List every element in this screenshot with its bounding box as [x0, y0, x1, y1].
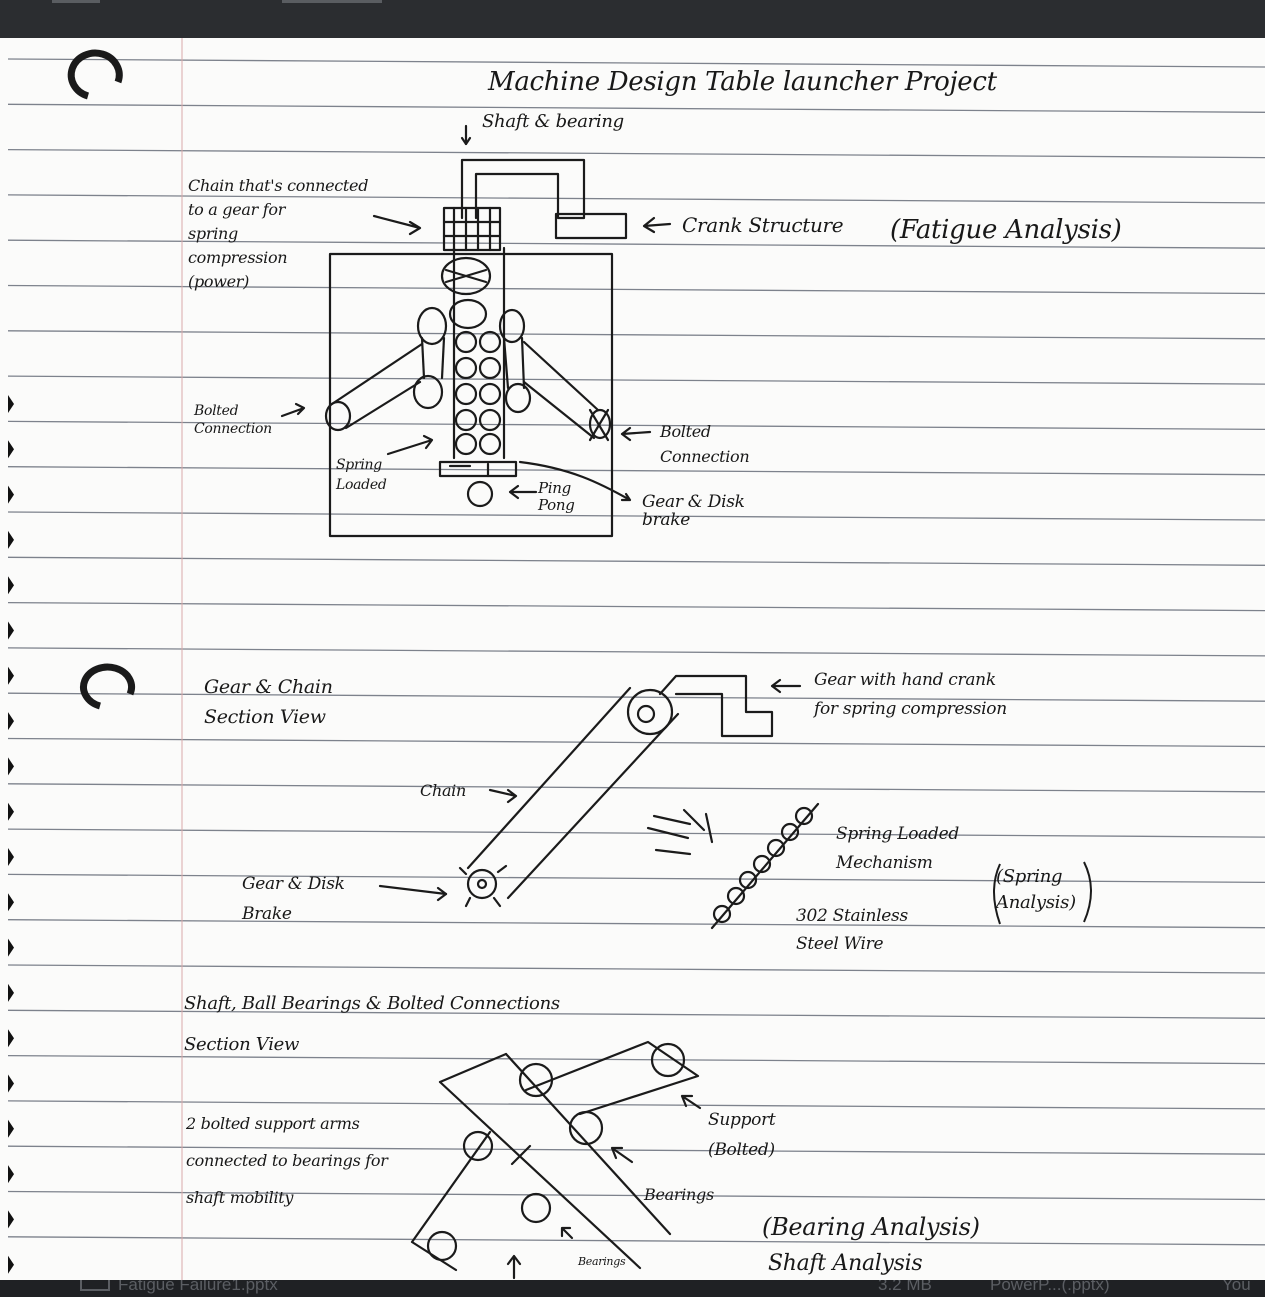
rule-line [7, 330, 1265, 340]
rule-line [7, 239, 1265, 249]
page-title: Machine Design Table launcher Project [488, 67, 997, 97]
rule-line [7, 511, 1265, 521]
perforation-marks [8, 395, 14, 1274]
rule-line [7, 873, 1265, 884]
rule-line [7, 466, 1265, 476]
file-icon [80, 1280, 110, 1291]
perforation-mark [8, 1165, 14, 1184]
label-spring-mechanism: Spring Loaded Mechanism [836, 824, 959, 873]
perforation-mark [8, 712, 14, 731]
perforation-mark [8, 1255, 14, 1274]
label-gear-hand-crank: Gear with hand crank for spring compress… [814, 670, 1007, 719]
label-bolted-connection-left: Bolted Connection [194, 403, 272, 438]
perforation-mark [8, 530, 14, 549]
perforation-mark [8, 1029, 14, 1048]
rule-line [7, 1190, 1265, 1201]
label-shaft-bearing: Shaft & bearing [482, 111, 624, 132]
perforation-mark [8, 1119, 14, 1138]
label-ping-pong: Ping Pong [538, 479, 575, 514]
label-support-arms-note: 2 bolted support arms connected to beari… [186, 1114, 388, 1207]
notebook-paper [7, 38, 1265, 1280]
perforation-mark [8, 1074, 14, 1093]
label-steel-wire: 302 Stainless Steel Wire [796, 906, 908, 955]
bracket [993, 863, 1001, 925]
perforation-mark [8, 440, 14, 459]
label-spring-analysis: (Spring Analysis) [996, 866, 1076, 914]
label-crank-structure: Crank Structure [682, 213, 844, 237]
ruled-lines [7, 58, 1265, 1246]
rule-line [7, 103, 1265, 113]
tab-indicator[interactable] [282, 0, 382, 3]
rule-line [7, 601, 1265, 612]
perforation-mark [8, 802, 14, 821]
rule-line [7, 556, 1265, 566]
label-chain: Chain [420, 781, 467, 800]
label-bearings-small: Bearings [578, 1255, 626, 1268]
perforation-mark [8, 395, 14, 413]
rule-line [7, 375, 1265, 385]
label-bearing-analysis: (Bearing Analysis) [762, 1213, 980, 1241]
rule-line [7, 1009, 1265, 1019]
rule-line [7, 284, 1265, 295]
label-gear-disk-brake: Gear & Disk brake [642, 492, 745, 530]
rule-line [7, 58, 1265, 68]
rule-line [7, 1236, 1265, 1246]
perforation-mark [8, 848, 14, 866]
viewer-top-bar [0, 0, 1265, 38]
shaft-bearing-sketch [410, 1040, 702, 1280]
file-size: 3.2 MB [878, 1280, 932, 1294]
rule-line [7, 783, 1265, 793]
label-fatigue-analysis: (Fatigue Analysis) [890, 215, 1122, 245]
file-name[interactable]: Fatigue Failure1.pptx [118, 1280, 278, 1294]
rule-line [7, 194, 1265, 204]
rule-line [7, 148, 1265, 159]
perforation-mark [8, 893, 14, 912]
label-gear-disk-brake-2: Gear & Disk Brake [242, 874, 345, 924]
tab-indicator[interactable] [52, 0, 100, 3]
label-support-bolted: Support (Bolted) [708, 1110, 776, 1160]
rule-line [7, 828, 1265, 838]
label-shaft-section-heading: Shaft, Ball Bearings & Bolted Connection… [184, 993, 560, 1055]
perforation-mark [8, 938, 14, 957]
file-type: PowerP...(.pptx) [990, 1280, 1110, 1294]
label-bolted-connection-right: Bolted Connection [660, 422, 750, 466]
launcher-sketch [280, 124, 672, 538]
label-bearings: Bearings [644, 1185, 714, 1204]
perforation-mark [8, 621, 14, 640]
label-chain-note: Chain that's connected to a gear for spr… [188, 176, 369, 291]
label-gear-chain-section: Gear & Chain Section View [204, 676, 333, 729]
rule-line [7, 737, 1265, 748]
perforation-mark [8, 576, 14, 595]
perforation-mark [8, 1210, 14, 1229]
label-shaft-analysis: Shaft Analysis [768, 1251, 923, 1276]
perforation-mark [8, 983, 14, 1002]
punch-hole [67, 49, 123, 100]
gear-chain-sketch [378, 674, 820, 930]
rule-line [7, 647, 1265, 657]
rule-line [7, 420, 1265, 431]
rule-line [7, 964, 1265, 974]
punch-hole [80, 663, 136, 710]
label-spring-loaded: Spring Loaded [336, 457, 387, 493]
file-owner: You [1222, 1280, 1251, 1294]
rule-line [7, 692, 1265, 702]
rule-line [7, 1145, 1265, 1155]
download-bar[interactable]: Fatigue Failure1.pptx 3.2 MB PowerP...(.… [0, 1280, 1265, 1297]
perforation-mark [8, 757, 14, 776]
notebook-page-image: Machine Design Table launcher Project Sh… [0, 38, 1265, 1280]
rule-line [7, 919, 1265, 929]
perforation-mark [8, 666, 14, 685]
bracket [1083, 861, 1092, 923]
rule-line [7, 1054, 1265, 1065]
perforation-mark [8, 485, 14, 504]
rule-line [7, 1100, 1265, 1110]
